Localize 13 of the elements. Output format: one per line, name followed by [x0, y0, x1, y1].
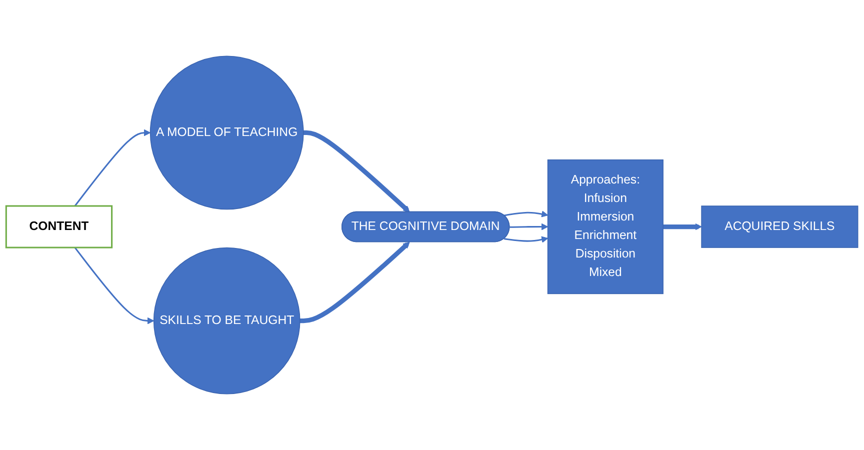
arrow	[504, 210, 548, 218]
node-box: ACQUIRED SKILLS	[701, 206, 858, 248]
node-circle: A MODEL OF TEACHING	[150, 56, 304, 210]
arrow	[510, 223, 548, 230]
node-box: CONTENT	[5, 205, 113, 248]
node-circle: SKILLS TO BE TAUGHT	[153, 247, 300, 394]
arrow	[504, 236, 548, 243]
arrow	[663, 223, 702, 230]
arrow	[303, 130, 410, 212]
arrow	[300, 242, 410, 324]
arrow	[74, 129, 151, 206]
node-box: Approaches: Infusion Immersion Enrichment Disposition Mixed	[547, 159, 664, 294]
arrow	[74, 247, 154, 324]
